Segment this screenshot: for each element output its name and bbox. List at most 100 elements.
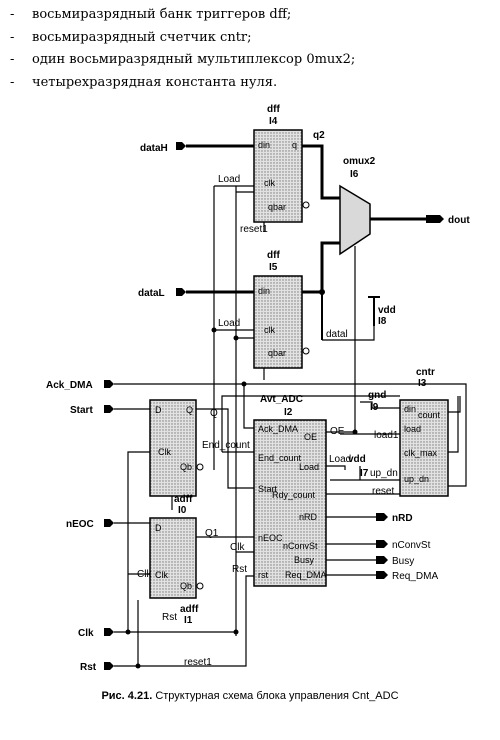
- dff-i5-block: dff I5 din clk qbar: [253, 250, 310, 369]
- bullet-item: -четырехразрядная константа нуля.: [10, 72, 490, 95]
- junction-load: [211, 327, 217, 333]
- port-nrd-label: nRD: [392, 513, 413, 524]
- net-reset-label: reset: [372, 486, 394, 497]
- port-clk-arrow: [104, 628, 114, 636]
- avt-pin-start: Start: [258, 484, 278, 494]
- net-up-dn-label: up_dn: [370, 468, 398, 479]
- cntr-pin-load: load: [404, 424, 421, 434]
- cntr-pin-count: count: [418, 410, 441, 420]
- output-ports: dout nRD nConvSt Busy Req_DMA: [376, 215, 470, 582]
- net-reset1-label-bottom: reset1: [184, 657, 212, 668]
- dff-i4-pin-q: q: [292, 140, 297, 150]
- dff-i4-box: [253, 129, 303, 223]
- adff-i1-pin-d: D: [155, 523, 162, 533]
- adff-i0-qb-bubble: [196, 463, 204, 471]
- dff-i4-pin-clk: clk: [264, 178, 275, 188]
- dff-i5-pin-clk: clk: [264, 325, 275, 335]
- bullet-item: -восьмиразрядный счетчик cntr;: [10, 27, 490, 50]
- cntr-pin-din: din: [404, 404, 416, 414]
- adff-i1-instance-label: I1: [184, 615, 193, 626]
- dff-i5-instance-label: I5: [269, 262, 278, 273]
- figure-caption: Рис. 4.21. Структурная схема блока управ…: [0, 690, 500, 702]
- port-datal-label: dataL: [138, 288, 165, 299]
- avt-pin-req-dma: Req_DMA: [285, 570, 327, 580]
- caption-prefix: Рис. 4.21.: [101, 690, 153, 702]
- dff-i4-pin-qbar: qbar: [268, 202, 286, 212]
- dff-i4-pin-din: din: [258, 140, 270, 150]
- avt-pin-rst: rst: [258, 570, 268, 580]
- avt-pin-end-count: End_count: [258, 453, 302, 463]
- adff-i0-pin-d: D: [155, 405, 162, 415]
- net-load-label-top: Load: [218, 174, 240, 185]
- port-datal-arrow: [176, 288, 186, 296]
- wire-gnd-din: [360, 401, 400, 409]
- omux2-i6-block: omux2 I6: [339, 156, 376, 256]
- dff-i5-type-label: dff: [267, 250, 280, 261]
- port-busy-label: Busy: [392, 556, 414, 567]
- bullet-text: восьмиразрядный счетчик cntr;: [32, 29, 252, 45]
- adff-i0-pin-q: Q: [186, 405, 193, 415]
- cntr-i3-block: cntr I3 din count load clk_max up_dn: [399, 367, 449, 497]
- vdd-i7-instance-label: I7: [360, 468, 369, 479]
- dff-i5-qbar-bubble: [302, 347, 310, 355]
- wire-ack-dma-avt: [243, 384, 254, 429]
- adff-i0-box: [149, 399, 197, 497]
- net-q2-label: q2: [313, 130, 325, 141]
- port-start-label: Start: [70, 405, 93, 416]
- wire-max: [448, 396, 459, 453]
- dff-i5-pin-din: din: [258, 286, 270, 296]
- bullet-text: четырехразрядная константа нуля.: [32, 74, 278, 90]
- cntr-type-label: cntr: [416, 367, 435, 378]
- net-load-label-avt: Load: [329, 454, 351, 465]
- avt-pin-nrd: nRD: [299, 512, 318, 522]
- wire-ack-dma: [114, 383, 467, 487]
- net-rst-label-avt: Rst: [232, 564, 247, 575]
- junction-ack-dma: [241, 381, 247, 387]
- junction-oe: [352, 429, 358, 435]
- wire-end-count-cntr: [221, 395, 400, 452]
- dff-i4-type-label: dff: [267, 104, 280, 115]
- port-ack-dma-label: Ack_DMA: [46, 380, 93, 391]
- port-busy-arrow: [376, 556, 388, 564]
- wire-q2-bus: [302, 144, 340, 200]
- caption-text: Структурная схема блока управления Cnt_A…: [155, 690, 399, 702]
- vdd-i7-label: vdd: [348, 454, 366, 465]
- dff-i5-pin-qbar: qbar: [268, 348, 286, 358]
- port-clk-label: Clk: [78, 628, 94, 639]
- vdd-i8-label: vdd: [378, 305, 396, 316]
- port-dout-label: dout: [448, 215, 470, 226]
- avt-adc-type-label: Avt_ADC: [260, 394, 303, 405]
- adff-i0-block: D Q Clk Qb adff I0: [149, 399, 204, 516]
- net-datal-label: datal: [326, 329, 348, 340]
- port-neoc-arrow: [104, 519, 114, 527]
- avt-pin-rdy-count: Rdy_count: [272, 490, 316, 500]
- net-load-label-mid: Load: [218, 318, 240, 329]
- wire-q-start: [196, 408, 254, 489]
- port-rst-arrow: [104, 662, 114, 670]
- net-reset1-label-top: reset1: [240, 224, 268, 235]
- cntr-box: [399, 399, 449, 497]
- port-ack-dma-arrow: [104, 380, 114, 388]
- avt-pin-neoc: nEOC: [258, 533, 283, 543]
- omux2-instance-label: I6: [350, 169, 359, 180]
- junction-datal: [319, 289, 325, 295]
- vdd-i8-instance-label: I8: [378, 316, 387, 327]
- omux2-type-label: omux2: [343, 156, 376, 167]
- schematic-diagram: dff I4 din q clk qbar dff I5 din clk qba…: [46, 104, 470, 673]
- wire-oe: [326, 262, 356, 433]
- avt-adc-i2-block: Avt_ADC I2 Ack_DMA OE End_count Load Sta…: [253, 394, 327, 587]
- adff-i0-instance-label: I0: [178, 505, 187, 516]
- net-rst-label-adff: Rst: [162, 612, 177, 623]
- adff-i0-type-label: adff: [174, 494, 193, 505]
- bullet-marker: -: [10, 52, 15, 67]
- port-neoc-label: nEOC: [66, 519, 94, 530]
- net-q1-label: Q1: [205, 528, 219, 539]
- bullet-list: -восьмиразрядный банк триггеров dff; -во…: [10, 4, 490, 94]
- cntr-pin-clk-max: clk_max: [404, 448, 438, 458]
- junction-clk-i5: [233, 335, 239, 341]
- port-req-dma-label: Req_DMA: [392, 571, 438, 582]
- net-end-count-label: End_count: [202, 440, 250, 451]
- adff-i1-box: [149, 517, 197, 599]
- wires: [114, 144, 467, 667]
- net-clk-label-avt: Clk: [230, 542, 245, 553]
